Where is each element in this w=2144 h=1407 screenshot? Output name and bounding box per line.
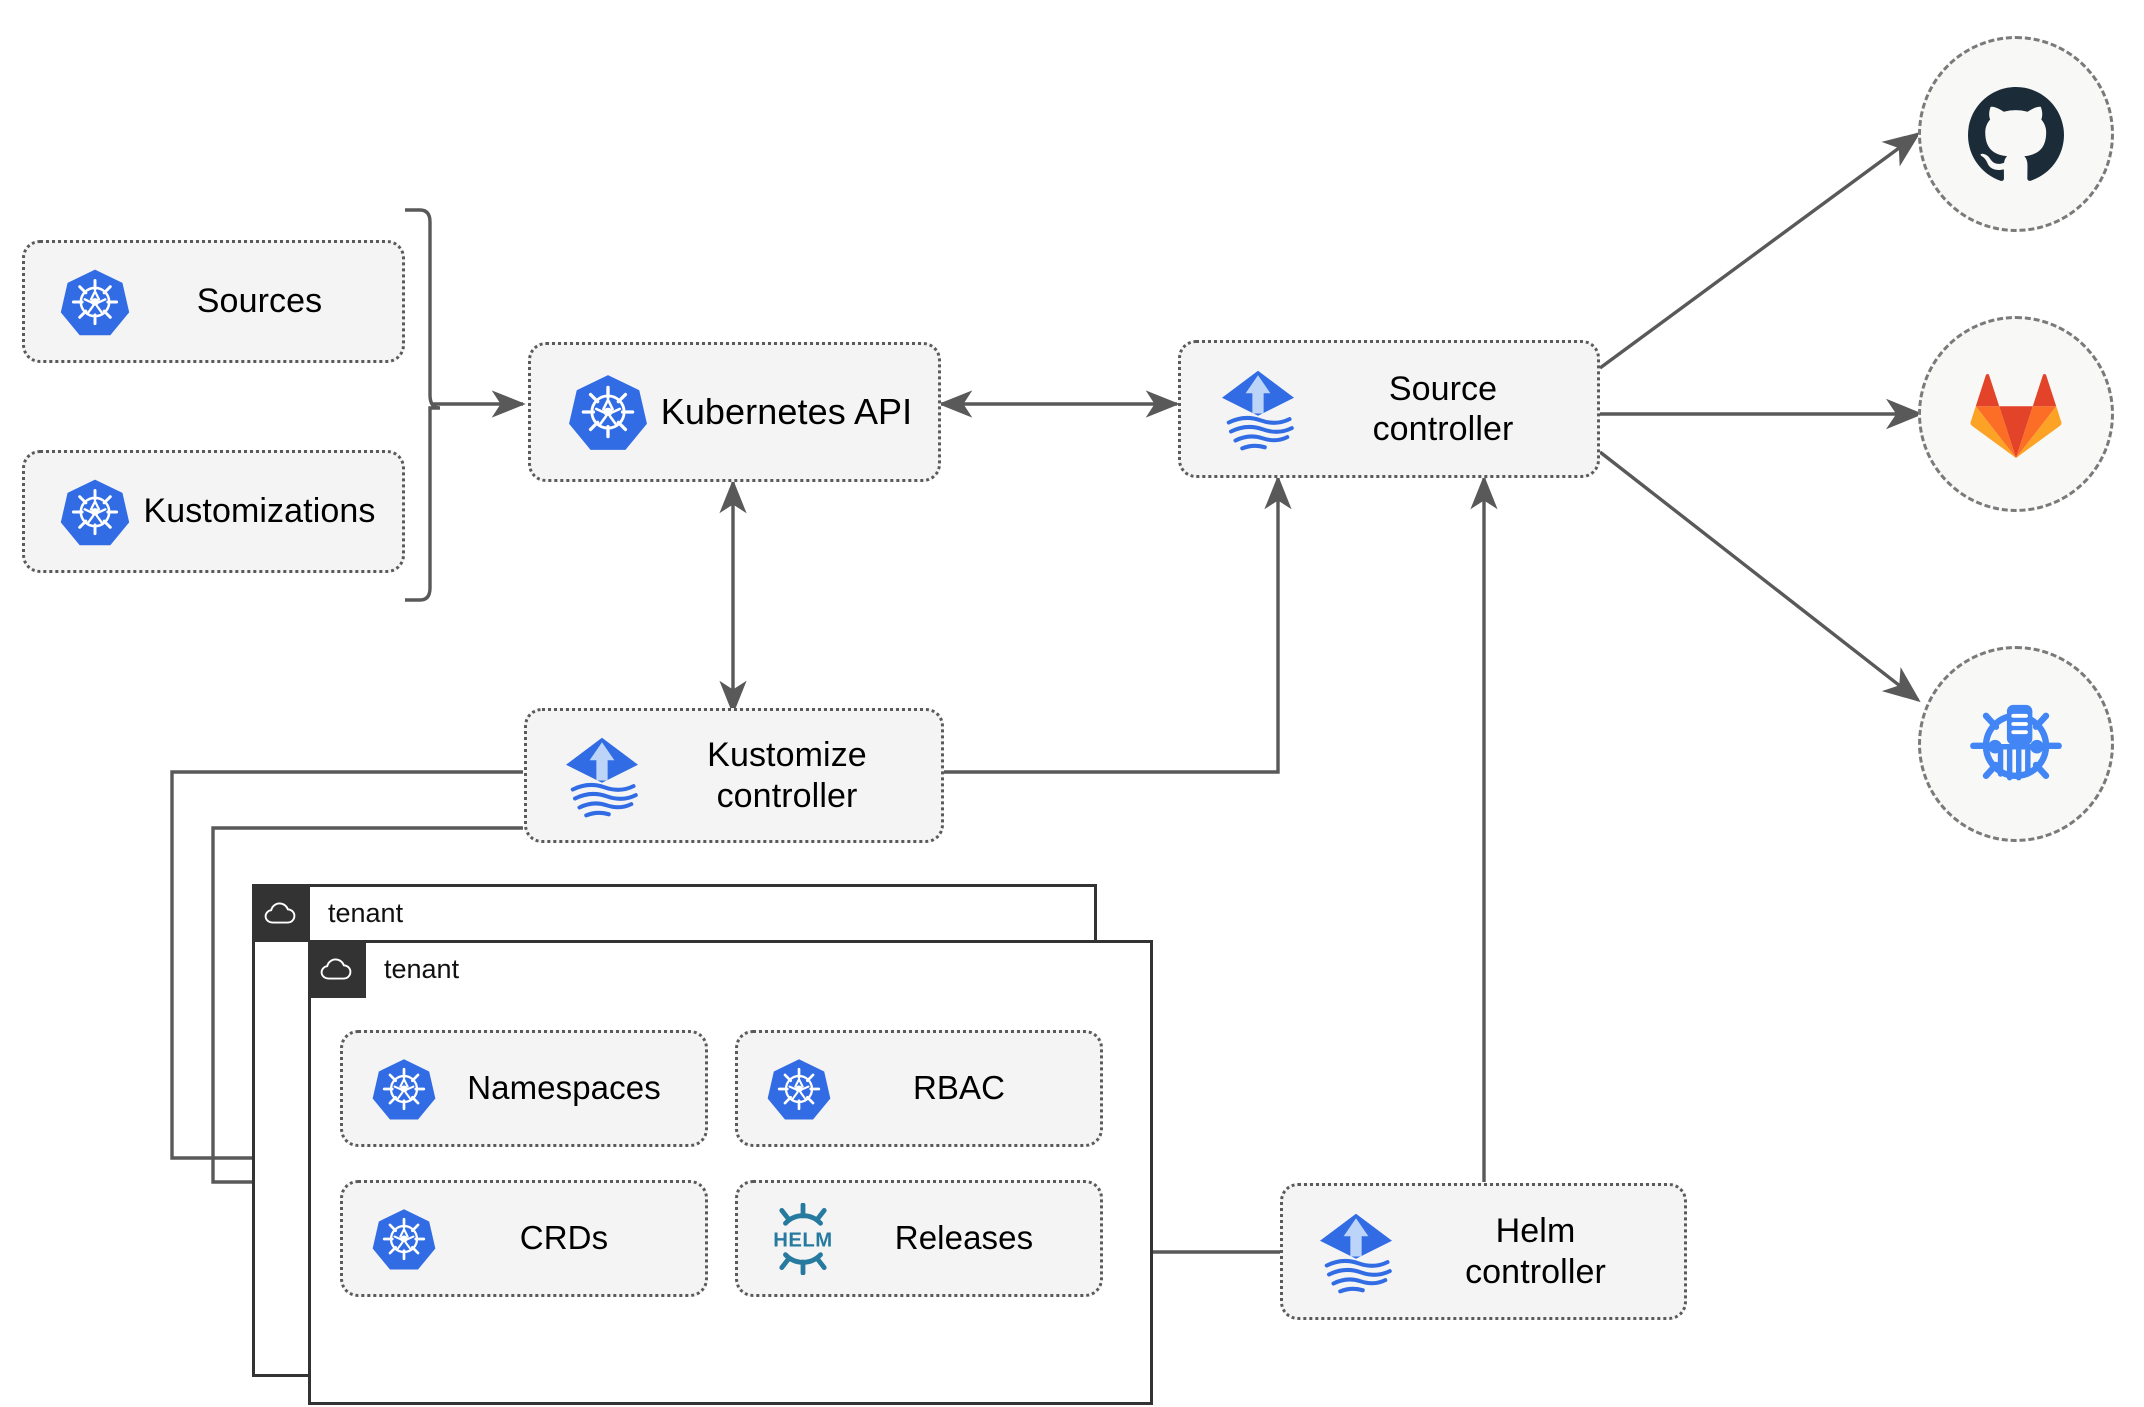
helm-repository-icon (1970, 704, 2062, 781)
provider-github[interactable] (1918, 36, 2114, 232)
svg-text:HELM: HELM (773, 1229, 832, 1251)
provider-helm-repository[interactable] (1918, 646, 2114, 842)
kubernetes-icon (59, 266, 131, 338)
helm-icon: HELM (764, 1202, 842, 1275)
tenant-label: tenant (384, 953, 460, 984)
tenant-header: tenant (252, 884, 403, 942)
node-rbac[interactable]: RBAC (735, 1030, 1103, 1147)
node-helm-controller[interactable]: Helm controller (1280, 1183, 1687, 1320)
kubernetes-icon (766, 1056, 832, 1122)
node-sources[interactable]: Sources (22, 240, 405, 363)
kubernetes-icon (567, 371, 649, 453)
kubernetes-icon (371, 1056, 437, 1122)
node-label: Kustomize controller (707, 736, 867, 815)
node-kubernetes-api[interactable]: Kubernetes API (528, 342, 941, 482)
node-releases[interactable]: HELM Releases (735, 1180, 1103, 1297)
github-icon (1968, 86, 2064, 181)
node-label: Sources (196, 282, 323, 321)
node-kustomizations[interactable]: Kustomizations (22, 450, 405, 573)
node-kustomize-controller[interactable]: Kustomize controller (524, 708, 944, 843)
flux-icon (1213, 364, 1303, 454)
node-namespaces[interactable]: Namespaces (340, 1030, 708, 1147)
tenant-header: tenant (308, 940, 459, 998)
node-source-controller[interactable]: Source controller (1178, 340, 1600, 478)
provider-gitlab[interactable] (1918, 316, 2114, 512)
gitlab-icon (1970, 374, 2062, 458)
edge-source-to-github (1598, 131, 1921, 370)
flux-icon (1311, 1207, 1401, 1297)
kubernetes-icon (371, 1206, 437, 1272)
edge-source-to-helmrepo (1598, 450, 1921, 703)
node-label: Namespaces (467, 1069, 661, 1107)
edge-bracket (405, 208, 441, 602)
flux-glyph (1222, 370, 1294, 451)
edge-kustomize-to-source (940, 475, 1292, 774)
cloud-icon (308, 940, 366, 998)
kubernetes-icon (59, 476, 131, 548)
node-label: Kubernetes API (660, 390, 913, 432)
cloud-glyph (320, 958, 352, 980)
node-label: Releases (894, 1219, 1034, 1257)
helm-glyph: HELM (773, 1202, 832, 1275)
cloud-glyph (264, 902, 296, 924)
flux-glyph (566, 737, 638, 817)
node-label: Kustomizations (143, 492, 376, 531)
flux-icon (557, 731, 647, 821)
node-label: Source controller (1372, 369, 1514, 448)
node-label: CRDs (519, 1219, 609, 1257)
flux-glyph (1320, 1213, 1392, 1293)
node-label: Helm controller (1465, 1212, 1606, 1291)
cloud-icon (252, 884, 310, 942)
tenant-container-inner: tenant (308, 940, 1153, 1405)
node-label: RBAC (912, 1069, 1006, 1107)
tenant-label: tenant (328, 897, 404, 928)
node-crds[interactable]: CRDs (340, 1180, 708, 1297)
